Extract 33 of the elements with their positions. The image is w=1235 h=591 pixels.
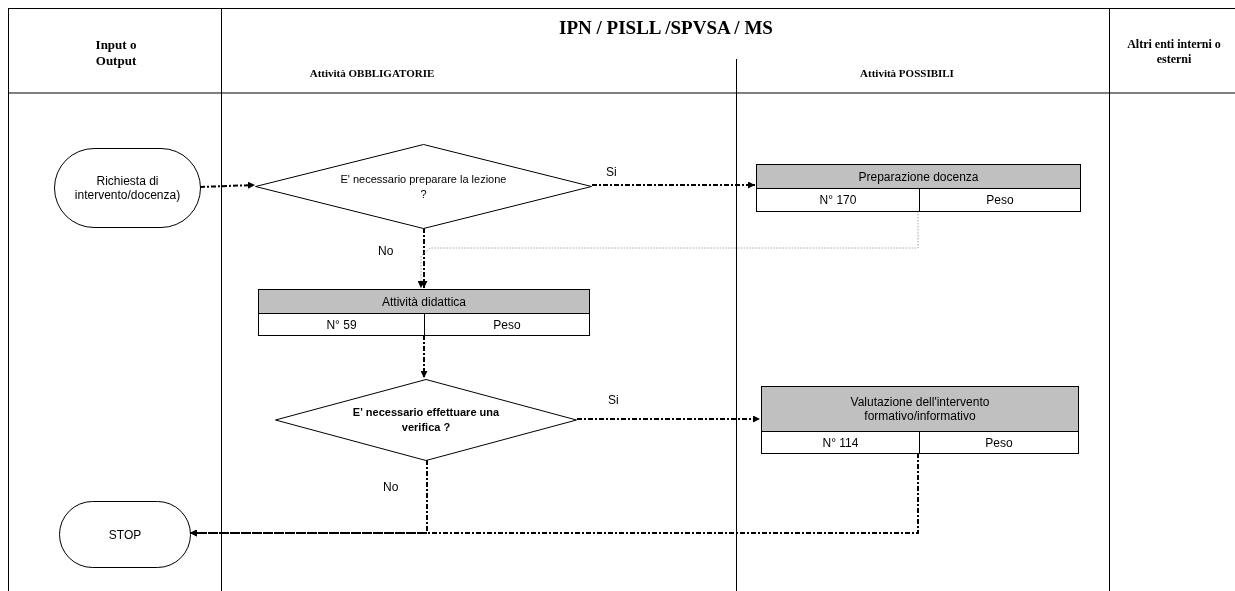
lane-heading: IPN / PISLL /SPVSA / MS xyxy=(558,17,774,39)
arrow xyxy=(576,415,761,423)
question-text: E' necessario effettuare una verifica ? xyxy=(351,405,501,435)
edge-label: Si xyxy=(608,393,619,407)
lane-heading: Attività OBBLIGATORIE xyxy=(308,67,436,79)
arrow xyxy=(420,227,428,289)
weight-label: Peso xyxy=(492,316,522,334)
edge-label: Si xyxy=(606,165,617,179)
decision-diamond xyxy=(275,379,577,461)
question-text: E' necessario preparare la lezione ? xyxy=(339,171,508,202)
arrow xyxy=(199,181,256,189)
weight-label: Peso xyxy=(985,192,1015,209)
swimlane xyxy=(222,8,1110,591)
arrow xyxy=(189,452,919,537)
activity-table xyxy=(761,386,1079,454)
arrow xyxy=(420,334,428,379)
weight-label: Peso xyxy=(984,434,1014,452)
edge-label: No xyxy=(383,480,399,494)
activity-code: N° 114 xyxy=(762,432,920,453)
activity-name: Attività didattica xyxy=(259,290,589,314)
edge-label: No xyxy=(378,244,394,258)
activity-table xyxy=(258,289,590,336)
activity-name: Preparazione docenza xyxy=(757,165,1080,189)
swimlane xyxy=(8,8,222,591)
activity-code: N° 170 xyxy=(757,189,920,211)
lane-heading: Attività POSSIBILI xyxy=(859,67,955,79)
activity-table xyxy=(756,164,1081,212)
arrow xyxy=(591,181,756,189)
decision-diamond xyxy=(255,144,592,229)
activity-code: N° 59 xyxy=(259,314,425,335)
activity-name: Valutazione dell'intervento formativo/informativo xyxy=(762,387,1078,432)
lane-heading: Input o Output xyxy=(94,37,138,69)
lane-heading: Altri enti interni o esterni xyxy=(1126,37,1222,67)
